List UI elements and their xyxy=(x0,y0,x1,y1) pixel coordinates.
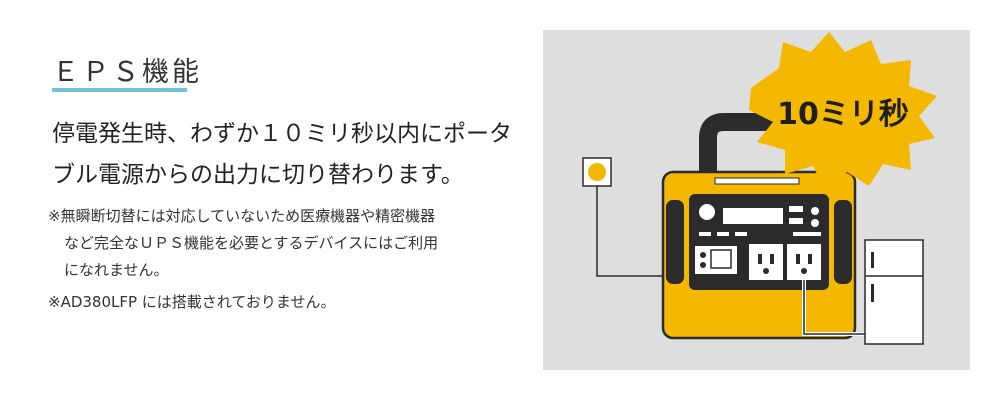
lead-text-line-2: ブル電源からの出力に切り替わります。 xyxy=(52,162,464,188)
wall-outlet-icon xyxy=(582,157,612,187)
starburst-badge-icon xyxy=(749,32,937,190)
note-line-4: ※AD380LFP には搭載されておりません。 xyxy=(48,293,336,311)
lead-text-line-1: 停電発生時、わずか１０ミリ秒以内にポータ xyxy=(52,121,512,147)
input-cable xyxy=(596,186,668,277)
eps-illustration: 10ミリ秒 xyxy=(543,30,970,370)
eps-illustration-svg: 10ミリ秒 xyxy=(582,32,937,345)
badge-text: 10ミリ秒 xyxy=(777,97,909,132)
heading-underline xyxy=(52,88,187,92)
note-line-1: ※無瞬断切替には対応していないため医療機器や精密機器 xyxy=(48,207,436,225)
refrigerator-icon xyxy=(864,239,924,345)
note-line-3: になれません。 xyxy=(64,261,169,279)
output-cable xyxy=(803,280,869,335)
note-line-2: など完全なＵＰＳ機能を必要とするデバイスにはご利用 xyxy=(64,234,439,252)
section-heading: ＥＰＳ機能 xyxy=(52,57,202,88)
